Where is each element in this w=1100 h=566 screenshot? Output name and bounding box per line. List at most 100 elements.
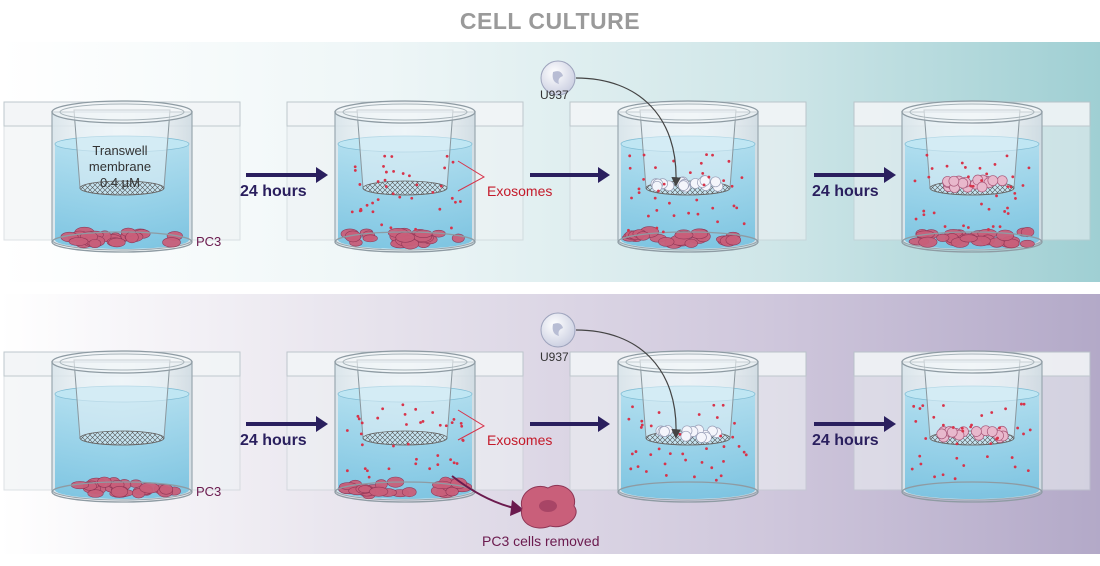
exosome [405, 423, 408, 426]
transwell-membrane [79, 180, 165, 196]
exosome [380, 223, 384, 227]
exosome [1016, 426, 1020, 430]
pc3-removed-label: PC3 cells removed [482, 533, 600, 549]
exosome [661, 230, 665, 234]
pc3-cell [401, 487, 417, 498]
exosome [712, 403, 716, 407]
exosome [445, 154, 449, 158]
exosome [967, 175, 970, 179]
exosome [744, 453, 748, 457]
exosome [1026, 469, 1030, 473]
exosome [398, 195, 402, 199]
hours-label-bottom-1: 24 hours [240, 432, 307, 449]
well-base [51, 231, 193, 253]
exosome [962, 464, 966, 467]
exosome [942, 404, 945, 407]
exosome [655, 208, 659, 212]
exosome [628, 166, 632, 170]
step-arrow-top-2-head [598, 167, 610, 183]
well-rim [901, 100, 1043, 124]
exosome [693, 475, 696, 479]
exosome [376, 416, 380, 420]
exosome [924, 437, 928, 440]
exosome [945, 164, 949, 168]
exosome [376, 198, 380, 202]
well-base [901, 481, 1043, 503]
well-rim [51, 100, 193, 124]
exosome [452, 417, 456, 421]
exosome [1014, 197, 1017, 200]
u937-label-bottom: U937 [540, 350, 569, 364]
exosome [1028, 428, 1032, 432]
exosome [733, 421, 736, 425]
exosome [943, 225, 947, 228]
exosome [912, 404, 916, 408]
exosome [978, 166, 982, 170]
exosome [960, 161, 964, 165]
well-rim [334, 100, 476, 124]
exosome [1009, 185, 1013, 189]
exosome [389, 226, 393, 230]
u937-cell [696, 432, 707, 443]
pc3-cell [996, 229, 1015, 241]
exosome-bracket-bottom [457, 409, 486, 441]
exosome [732, 204, 736, 208]
exosome [371, 201, 374, 205]
exosome [687, 211, 691, 215]
exosome [705, 153, 708, 157]
exosome [730, 184, 734, 188]
exosome [401, 172, 405, 175]
culture-well-4 [853, 100, 1091, 253]
pc3-cell [1020, 226, 1035, 238]
exosome [1027, 166, 1031, 170]
well-rim [617, 350, 759, 374]
u937-cell [659, 426, 670, 437]
exosome [918, 407, 922, 410]
pc3-cell [918, 236, 938, 248]
pc3-removal-arrow [451, 475, 515, 509]
exosome [358, 183, 362, 186]
exosome [932, 415, 936, 419]
exosome [360, 421, 364, 425]
pc3-cell [1019, 239, 1035, 248]
exosome [664, 474, 668, 477]
exosome [642, 153, 646, 157]
exosome [449, 458, 453, 462]
exosome [727, 159, 731, 163]
exosome [385, 170, 388, 174]
exosome [647, 214, 650, 218]
exosome [431, 411, 435, 414]
exosome [715, 416, 719, 419]
u937-cell [678, 180, 689, 191]
exosome [451, 160, 455, 164]
exosomes-label-top: Exosomes [487, 183, 553, 199]
exosome [742, 450, 746, 454]
exosome [410, 196, 414, 200]
exosome [438, 207, 442, 211]
pc3-cell [68, 237, 89, 246]
exosome [458, 200, 462, 203]
u937-cell [987, 175, 999, 186]
pc3-cell [162, 237, 181, 248]
exosome-bracket-top [457, 160, 486, 192]
u937-label-top: U937 [540, 88, 569, 102]
exosome [914, 420, 918, 423]
exosome [414, 227, 417, 231]
exosome [927, 175, 931, 179]
exosome [387, 467, 391, 471]
exosome [657, 411, 661, 414]
pc3-cell [369, 486, 389, 497]
exosome [657, 447, 661, 451]
membrane-label: Transwell membrane 0.4 µM [88, 143, 152, 190]
hours-label-top-1: 24 hours [240, 183, 307, 200]
exosome [627, 417, 631, 421]
exosome [966, 226, 970, 229]
exosome [989, 442, 993, 445]
exosome [639, 426, 643, 429]
exosome [719, 474, 723, 478]
well-base [901, 231, 1043, 253]
u937-cell [971, 426, 982, 437]
exosome [722, 459, 725, 463]
pc3-cell [108, 237, 126, 248]
exosome [955, 442, 959, 446]
